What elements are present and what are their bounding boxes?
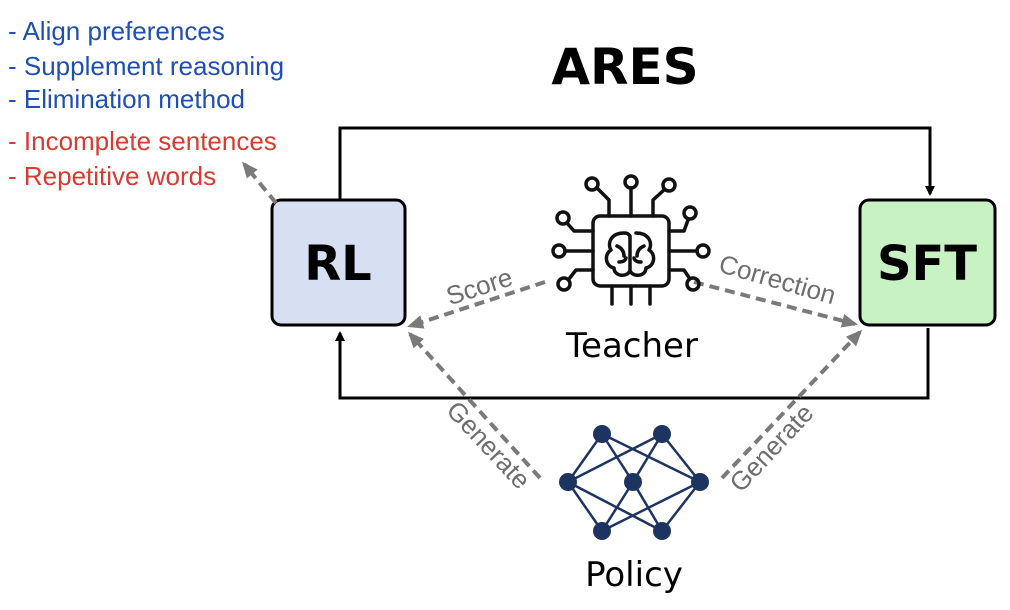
rl-node: RL <box>270 198 407 327</box>
note-incomplete-sentences: - Incomplete sentences <box>8 126 277 156</box>
score-arrow <box>407 280 546 329</box>
generate-right-label: Generate <box>723 398 819 498</box>
loop-edge-top <box>338 126 935 200</box>
rl-label: RL <box>304 236 372 292</box>
note-repetitive-words: - Repetitive words <box>8 161 216 191</box>
policy-label: Policy <box>585 555 683 595</box>
generate-left-label: Generate <box>441 395 537 495</box>
preference-notes: - Align preferences - Supplement reasoni… <box>8 16 284 191</box>
note-elimination-method: - Elimination method <box>8 84 245 114</box>
sft-box <box>858 198 997 327</box>
teacher-label: Teacher <box>565 326 698 366</box>
sft-node: SFT <box>858 198 997 327</box>
note-supplement-reasoning: - Supplement reasoning <box>8 51 284 81</box>
rl-to-notes-arrow <box>242 161 278 205</box>
loop-edge-bottom <box>335 328 930 400</box>
correction-label: Correction <box>716 248 840 310</box>
diagram-title: ARES <box>551 38 698 96</box>
sft-label: SFT <box>877 236 977 292</box>
brain-chip-icon <box>551 174 711 306</box>
rl-box <box>270 198 407 327</box>
neural-network-icon <box>559 425 709 540</box>
generate-right-arrow <box>720 329 863 480</box>
note-align-preferences: - Align preferences <box>8 16 225 46</box>
generate-left-arrow <box>407 331 542 480</box>
correction-arrow <box>693 280 858 328</box>
